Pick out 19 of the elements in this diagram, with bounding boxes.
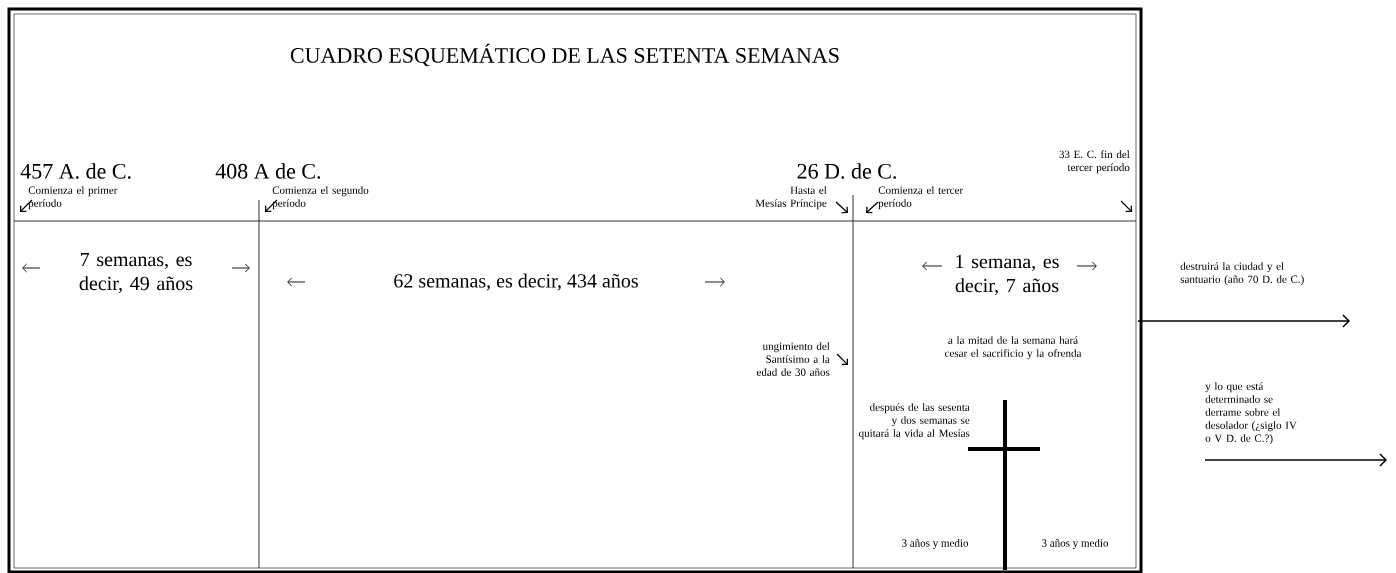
date-label: 26 D. de C. <box>797 163 896 179</box>
note-text: Comienza el segundo período <box>272 186 369 210</box>
duration-label: 62 semanas, es decir, 434 años <box>394 273 638 291</box>
note-text: a la mitad de la semana hará cesar el sacrificio y la ofrenda <box>945 336 1082 360</box>
note-text: y lo que está determinado se derrame sobre el desolador (¿siglo IV o V D. de C.?) <box>1205 382 1297 445</box>
note-text: 3 años y medio <box>1042 539 1109 549</box>
note-text: destruirá la ciudad y el santuario (año 70 D. de C.) <box>1180 262 1304 286</box>
note-text: 33 E. C. fin del tercer período <box>1059 150 1130 174</box>
duration-label: 7 semanas, es decir, 49 años <box>79 252 193 294</box>
note-text: ungimiento del Santísimo a la edad de 30 años <box>756 342 830 376</box>
duration-label: 1 semana, es decir, 7 años <box>955 254 1059 296</box>
note-text: después de las sesenta y dos semanas se quitará la vida al Mesías <box>859 403 970 440</box>
title: CUADRO ESQUEMÁTICO DE LAS SETENTA SEMANAS <box>290 43 839 67</box>
date-label: 457 A. de C. <box>20 163 131 179</box>
note-text: 3 años y medio <box>902 539 969 549</box>
note-text: Comienza el primer período <box>28 186 118 210</box>
date-label: 408 A de C. <box>215 163 321 179</box>
note-text: Comienza el tercer período <box>878 186 963 210</box>
note-text: Hasta el Mesías Príncipe <box>755 186 827 210</box>
